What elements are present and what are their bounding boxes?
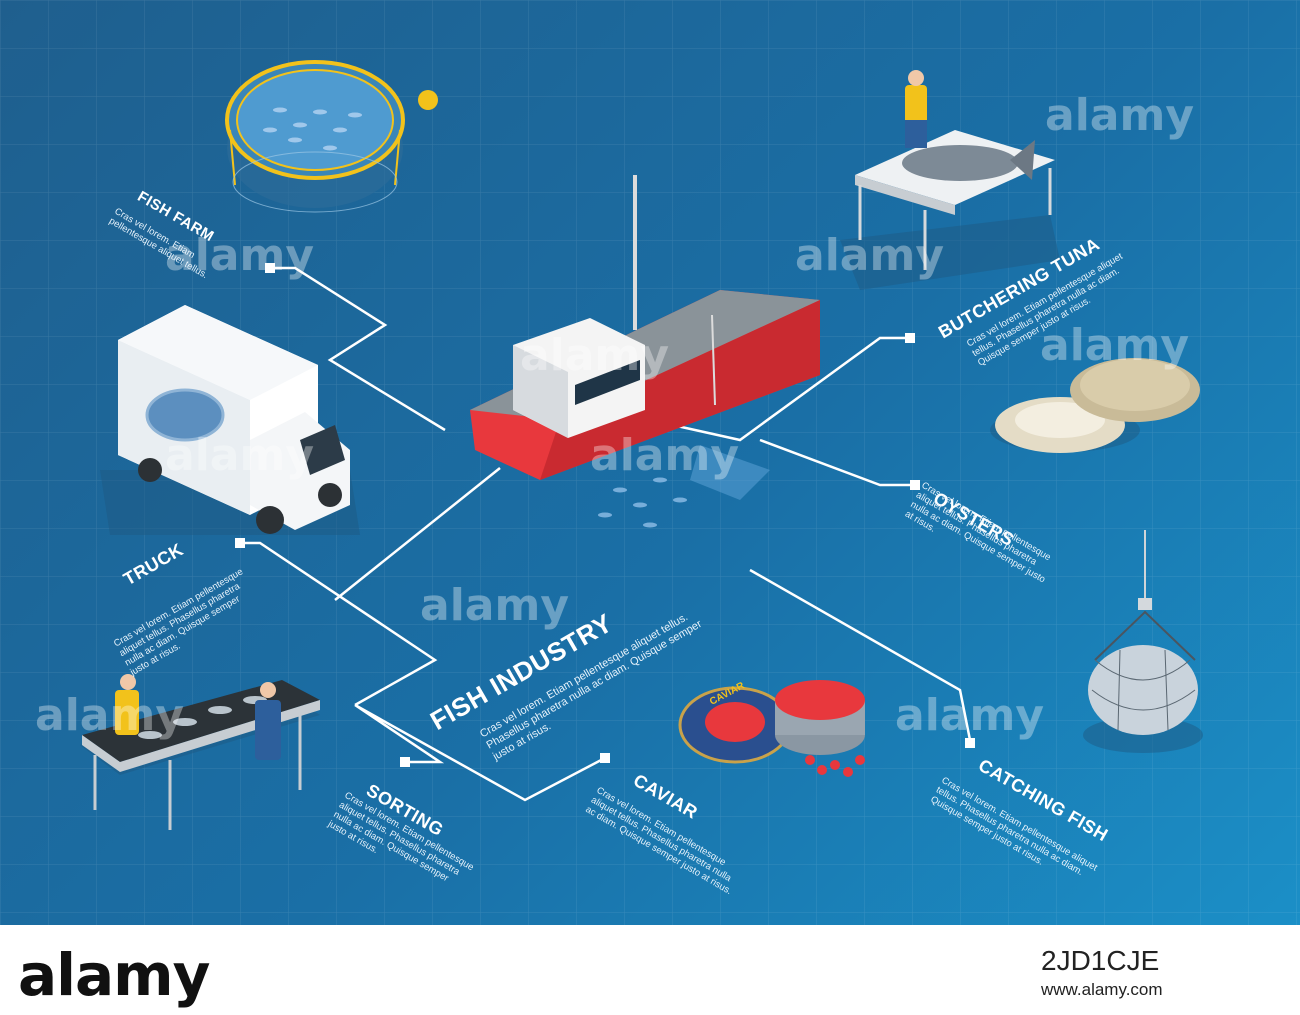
image-id: 2JD1CJE xyxy=(1041,945,1160,976)
connector-truck xyxy=(240,541,438,707)
connector-nodes xyxy=(235,263,975,767)
watermark-text: alamy xyxy=(165,230,314,281)
butcher-table-icon xyxy=(840,70,1060,290)
connector-fish-farm xyxy=(270,266,446,432)
watermark-text: alamy xyxy=(795,230,944,281)
infographic-canvas: alamy alamy alamy alamy alamy alamy alam… xyxy=(0,0,1300,925)
site-url: www.alamy.com xyxy=(1041,980,1163,999)
watermark-text: alamy xyxy=(590,430,739,481)
watermark-text: alamy xyxy=(1045,90,1194,141)
caviar-tin-icon xyxy=(678,680,865,777)
connector-oysters xyxy=(759,438,915,487)
watermark-text: alamy xyxy=(165,430,314,481)
watermark-text: alamy xyxy=(35,690,184,741)
watermark-text: alamy xyxy=(420,580,569,631)
connector-butchering xyxy=(649,336,910,442)
connector-catching xyxy=(749,568,972,741)
watermark-text: alamy xyxy=(520,330,669,381)
sorting-conveyor-icon xyxy=(80,674,320,830)
connector-lines xyxy=(240,266,972,802)
fish-farm-cage-icon xyxy=(225,60,438,213)
fish-net-icon xyxy=(1083,530,1203,753)
flowchart-graphics xyxy=(0,0,1300,925)
watermark-text: alamy xyxy=(895,690,1044,741)
connector-sorting-caviar xyxy=(354,703,606,802)
watermark-text: alamy xyxy=(1040,320,1189,371)
truck-icon xyxy=(100,305,360,535)
oyster-icon xyxy=(990,358,1200,453)
footer-bar: alamy 2JD1CJE www.alamy.com xyxy=(0,925,1300,1015)
connector-center xyxy=(334,467,501,601)
alamy-logo: alamy xyxy=(18,941,210,1009)
fishing-boat-icon xyxy=(470,175,820,528)
